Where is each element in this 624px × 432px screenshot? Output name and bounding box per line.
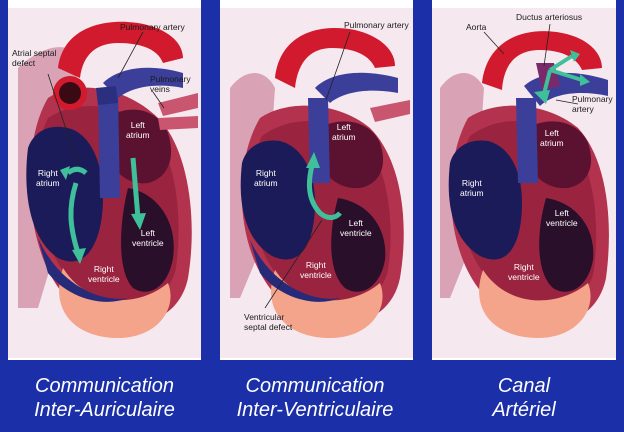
label-right-atrium: Right atrium [460,178,484,198]
caption-atrial-line2: Inter-Auriculaire [8,398,201,422]
caption-atrial-line1: Communication [8,374,201,398]
label-ductus-arteriosus: Ductus arteriosus [516,12,582,22]
label-aorta: Aorta [466,22,486,32]
label-atrial-septal-defect: Atrial septal defect [12,48,56,68]
caption-ductus: Canal Artériel [432,374,616,422]
label-left-atrium: Left atrium [126,120,150,140]
label-right-ventricle: Right ventricle [88,264,120,284]
label-left-ventricle: Left ventricle [546,208,578,228]
caption-ventricular-line2: Inter-Ventriculaire [212,398,418,422]
caption-atrial: Communication Inter-Auriculaire [8,374,201,422]
heart-illustration-vsd [220,8,413,358]
label-pulmonary-artery: Pulmonary artery [572,94,613,114]
label-pulmonary-artery: Pulmonary artery [120,22,185,32]
caption-ductus-line2: Artériel [432,398,616,422]
label-left-atrium: Left atrium [332,122,356,142]
panel-ductus-arteriosus: Aorta Ductus arteriosus Pulmonary artery… [432,8,616,358]
panel-atrial-septal-defect: Pulmonary artery Atrial septal defect Pu… [8,8,201,358]
caption-ventricular-line1: Communication [212,374,418,398]
label-left-ventricle: Left ventricle [340,218,372,238]
caption-ventricular: Communication Inter-Ventriculaire [212,374,418,422]
label-pulmonary-artery: Pulmonary artery [344,20,409,30]
label-right-atrium: Right atrium [254,168,278,188]
label-right-atrium: Right atrium [36,168,60,188]
label-right-ventricle: Right ventricle [508,262,540,282]
label-ventricular-septal-defect: Ventricular septal defect [244,312,292,332]
label-pulmonary-veins: Pulmonary veins [150,74,191,94]
label-left-atrium: Left atrium [540,128,564,148]
panel-ventricular-septal-defect: Pulmonary artery Left atrium Right atriu… [220,8,413,358]
caption-ductus-line1: Canal [432,374,616,398]
label-left-ventricle: Left ventricle [132,228,164,248]
label-right-ventricle: Right ventricle [300,260,332,280]
